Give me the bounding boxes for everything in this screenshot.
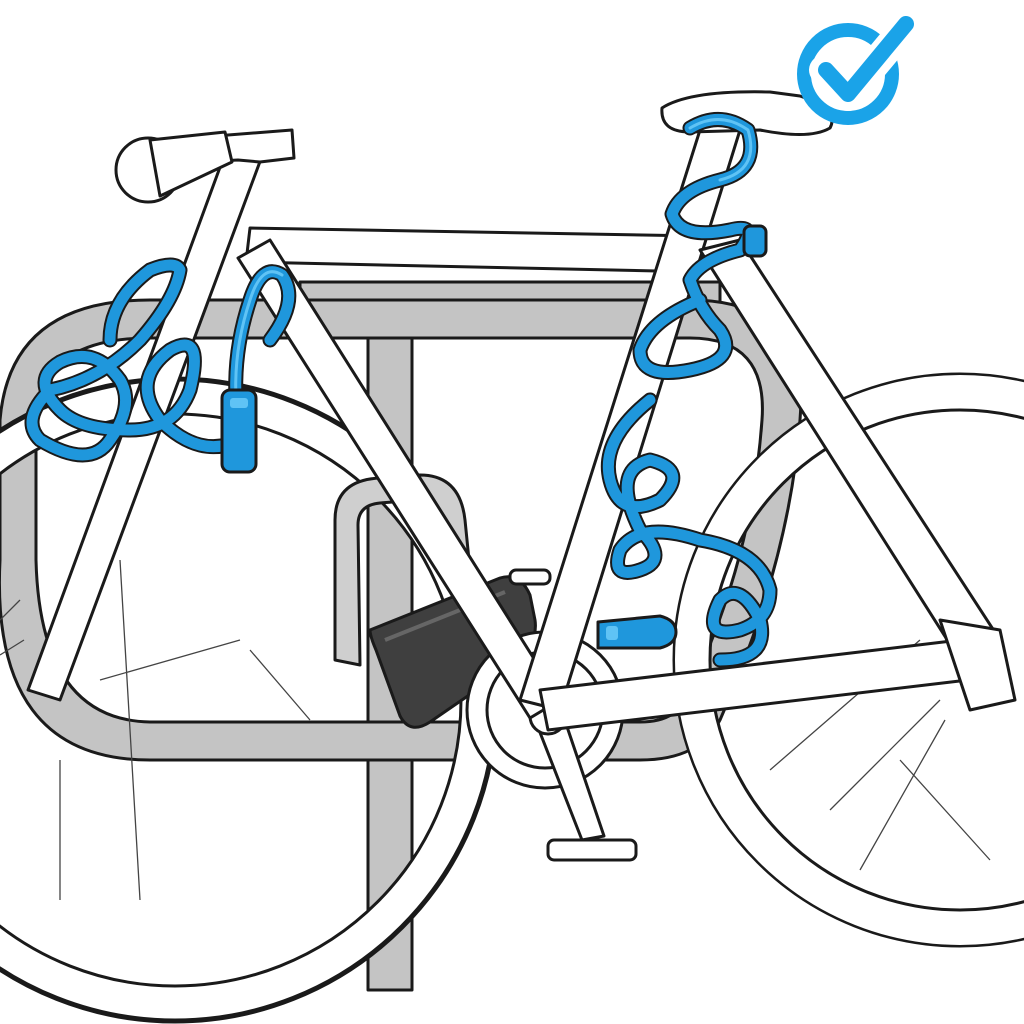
cable-lock-front	[24, 257, 297, 474]
front-wheel	[672, 372, 1024, 948]
cable-lock-rear	[596, 112, 778, 668]
check-circle-icon	[797, 9, 923, 125]
